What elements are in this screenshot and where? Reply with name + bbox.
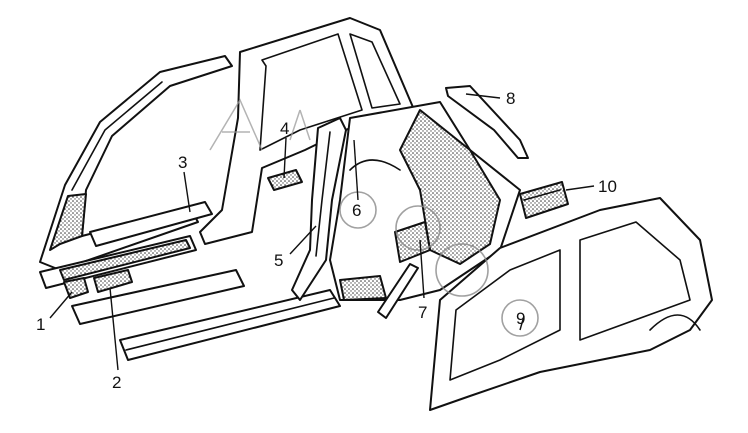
- outer-side-panel: [429, 197, 713, 411]
- leader-lines: [49, 93, 595, 371]
- part-5-b-pillar: [291, 117, 347, 301]
- part-10-fuel-flap: [519, 181, 569, 219]
- callout-6: 6: [352, 201, 361, 220]
- callout-1: 1: [36, 315, 45, 334]
- part-2-bracket: [93, 269, 133, 293]
- callout-labels: 1 2 3 4 5 6 7 8 9 10: [36, 89, 617, 392]
- part-3-sill-reinforcement: [39, 201, 213, 289]
- part-4-small-panel: [267, 169, 303, 191]
- callout-9: 9: [516, 309, 525, 328]
- callout-8: 8: [506, 89, 515, 108]
- rear-quarter-inner: [329, 101, 521, 301]
- part-7-arch-strip: [377, 263, 419, 319]
- callout-3: 3: [178, 153, 187, 172]
- callout-10: 10: [598, 177, 617, 196]
- callout-2: 2: [112, 373, 121, 392]
- callout-7: 7: [418, 303, 427, 322]
- rocker-panel-lower: [71, 269, 341, 361]
- callout-4: 4: [280, 119, 289, 138]
- watermark: [209, 98, 539, 337]
- part-1-bracket: [63, 277, 89, 299]
- callout-5: 5: [274, 251, 283, 270]
